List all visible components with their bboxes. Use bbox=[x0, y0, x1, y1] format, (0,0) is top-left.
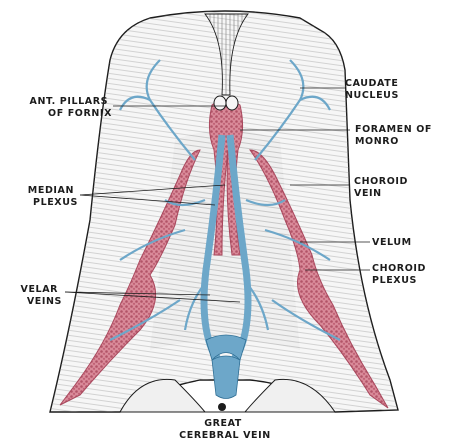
label-choroid-vein: CHOROID VEIN bbox=[354, 176, 412, 199]
fornix-pillar-left bbox=[213, 95, 227, 111]
label-great-cerebral-vein: GREAT CEREBRAL VEIN bbox=[179, 418, 271, 441]
label-velum: VELUM bbox=[372, 237, 412, 248]
label-foramen-of-monro: FORAMEN OF MONRO bbox=[355, 124, 436, 147]
label-caudate-nucleus: CAUDATE NUCLEUS bbox=[345, 78, 402, 101]
fornix-pillar-right bbox=[225, 95, 239, 111]
leader-lines bbox=[64, 87, 370, 303]
label-velar-veins: VELAR VEINS bbox=[21, 284, 63, 307]
choroid-veins bbox=[109, 59, 341, 341]
label-ant-pillars-of-fornix: ANT. PILLARS OF FORNIX bbox=[30, 96, 113, 119]
septum bbox=[204, 13, 249, 96]
label-choroid-plexus: CHOROID PLEXUS bbox=[372, 263, 430, 286]
label-median-plexus: MEDIAN PLEXUS bbox=[28, 185, 78, 208]
great-vein-opening bbox=[218, 403, 226, 411]
posterior-structures bbox=[119, 378, 336, 413]
